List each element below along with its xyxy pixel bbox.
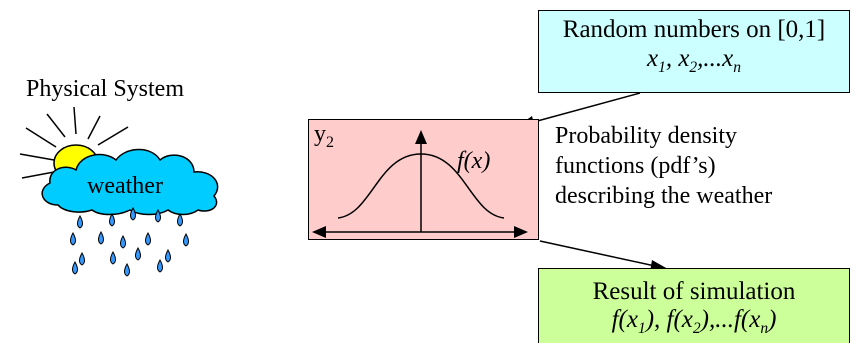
random-numbers-title: Random numbers on [0,1] (539, 16, 849, 44)
raindrop-icon (158, 260, 163, 272)
raindrop-icon (125, 264, 130, 276)
raindrop-icon (136, 248, 141, 260)
raindrop-icon (73, 262, 78, 274)
rain-drops (71, 208, 189, 276)
raindrop-icon (121, 236, 126, 248)
simulation-result-sequence: f(x1), f(x2),...f(xn) (539, 306, 849, 338)
pdf-description: Probability density functions (pdf’s) de… (555, 121, 772, 211)
raindrop-icon (99, 232, 104, 244)
simulation-result-box: Result of simulation f(x1), f(x2),...f(x… (538, 268, 850, 343)
raindrop-icon (71, 233, 76, 245)
pdf-box (308, 119, 539, 240)
raindrop-icon (111, 252, 116, 264)
random-numbers-box: Random numbers on [0,1] x1, x2,...xn (538, 10, 850, 93)
raindrop-icon (146, 233, 151, 245)
raindrop-icon (184, 234, 189, 246)
simulation-result-title: Result of simulation (539, 278, 849, 306)
raindrop-icon (110, 214, 115, 226)
cloud-label: weather (87, 173, 163, 199)
random-numbers-sequence: x1, x2,...xn (539, 45, 849, 77)
raindrop-icon (166, 250, 171, 262)
raindrop-icon (80, 253, 85, 265)
pdf-y-label: y2 (314, 121, 334, 152)
pdf-curve-label: f(x) (457, 148, 490, 175)
raindrop-icon (178, 214, 183, 226)
raindrop-icon (78, 216, 83, 228)
